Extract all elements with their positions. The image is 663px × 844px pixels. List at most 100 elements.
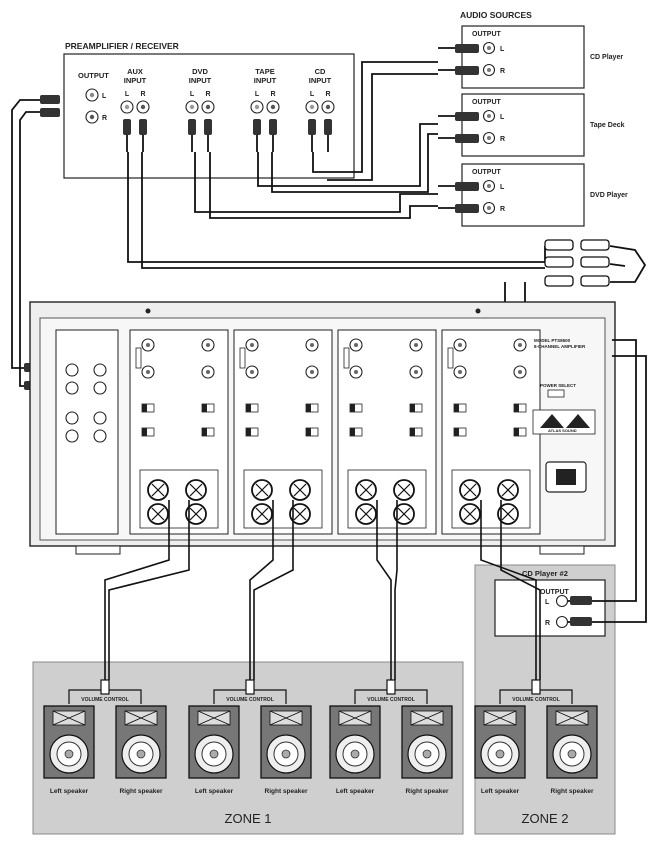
speaker-terminal-mark [359,507,373,521]
cd2-title: CD Player #2 [522,569,568,578]
amp-channel-jack-center [414,343,418,347]
speaker-label: Right speaker [265,788,308,795]
preamp-output-label: OUTPUT [78,71,109,80]
volume-control-label: VOLUME CONTROL [226,697,274,703]
speaker-wire [500,500,541,680]
brand-logo-mark [540,414,590,428]
preamp-input-label: DVD [192,67,208,76]
rca-plug [455,134,479,143]
volume-control-label: VOLUME CONTROL [367,697,415,703]
speaker-terminal-mark [397,483,411,497]
preamp-output-r-jack-center [89,114,95,120]
rca-plug [308,119,316,135]
preamp-input-r-label: R [205,91,210,98]
cable-aux-to-amp-r [141,152,545,269]
cable-couplers [544,239,610,287]
amplifier: MODEL PTS8600 8-CHANNEL AMPLIFIER POWER … [29,301,616,555]
power-select-switch [547,389,565,398]
speaker-terminal-mark [501,483,515,497]
power-select-label: POWER SELECT [540,383,576,388]
audio-source-channel-label: R [500,206,505,213]
speaker-label: Left speaker [50,788,89,795]
cable-dvd-to-preamp-r [209,152,438,219]
speaker-label: Left speaker [195,788,234,795]
volume-control [531,679,541,695]
preamp-input-label: CD [315,67,326,76]
preamp-input-label: AUX [127,67,143,76]
volume-control-label: VOLUME CONTROL [512,697,560,703]
preamp-input-l-label: L [125,91,130,98]
audio-source-jack-center [487,184,491,188]
amp-channel-switch-toggle [202,404,207,412]
speaker-tweeter-mark [197,710,231,726]
speaker-woofer-cap [422,749,432,759]
amp-channel-switch-toggle [410,404,415,412]
amp-channel-switch-toggle [142,404,147,412]
volume-control [245,679,255,695]
preamp-input-jack-center [124,104,130,110]
amp-channel-jack-center [458,370,462,374]
speaker-tweeter-mark [52,710,86,726]
audio-source-output-label: OUTPUT [472,31,502,38]
speaker-label: Left speaker [481,788,520,795]
speaker-woofer-cap [64,749,74,759]
cable-dvd-to-preamp [194,152,438,213]
amplifier-model: MODEL PTS8600 [534,338,571,343]
amp-channel-switch-toggle [514,428,519,436]
speaker-terminal-mark [151,507,165,521]
audio-source-output-label: OUTPUT [472,169,502,176]
speaker-terminal-mark [189,483,203,497]
speaker-terminal-mark [463,507,477,521]
amp-channel-slider [135,347,142,369]
amp-channel-switch-toggle [306,404,311,412]
preamp-input-jack-center [205,104,211,110]
speaker-wire [394,500,398,680]
audio-source-device-name: Tape Deck [590,122,625,129]
cable-tape-to-preamp-r [271,133,438,193]
volume-control [386,679,396,695]
preamp-panel [63,53,355,179]
speaker-wire [253,500,294,680]
audio-source-device-name: DVD Player [590,192,628,199]
preamp-input-jack-center [309,104,315,110]
amp-channel-switch-toggle [514,404,519,412]
amplifier-model-desc: 8-CHANNEL AMPLIFIER [534,344,586,349]
preamp-input-l-label: L [190,91,195,98]
amp-input-jack [93,429,107,443]
rca-plug [204,119,212,135]
amp-channel-switch-toggle [350,428,355,436]
speaker-terminal-mark [151,483,165,497]
rca-plug [455,44,479,53]
rca-plug [324,119,332,135]
speaker-terminal-mark [255,483,269,497]
speaker-wire [480,500,537,680]
speaker-terminal-mark [359,483,373,497]
speaker-tweeter-mark [269,710,303,726]
rca-plug [455,66,479,75]
amp-input-jack [65,411,79,425]
speaker-label: Right speaker [551,788,594,795]
amp-channel-slider [447,347,454,369]
amp-channel-jack-center [310,370,314,374]
cable-cd-to-preamp-r [327,73,438,181]
audio-source-output-label: OUTPUT [472,99,502,106]
rca-plug [455,182,479,191]
preamp-title: PREAMPLIFIER / RECEIVER [65,41,179,51]
preamp-input-r-label: R [325,91,330,98]
cd2-l-label: L [545,599,550,606]
rca-plug [269,119,277,135]
preamp-input-jack-center [189,104,195,110]
amp-channel-jack-center [146,343,150,347]
cd2-r-label: R [545,620,550,627]
zone-label: ZONE 1 [225,811,272,826]
audio-source-channel-label: L [500,114,505,121]
preamp-output-r-label: R [102,115,107,122]
speaker-terminal-mark [463,483,477,497]
speaker-wire [249,500,274,680]
speaker-tweeter-mark [555,710,589,726]
preamp-output-l-label: L [102,93,107,100]
amp-channel-output-group [451,469,531,529]
speaker-terminal-mark [293,507,307,521]
preamp-input-jack-center [140,104,146,110]
rca-plug [253,119,261,135]
